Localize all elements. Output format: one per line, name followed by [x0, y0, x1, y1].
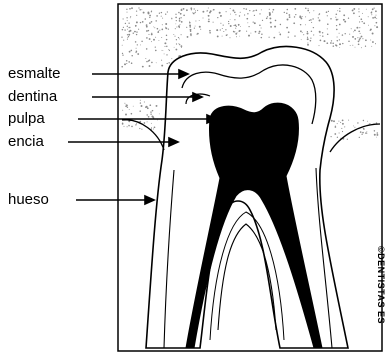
- credit-text: ©DENTISTAS ES: [376, 246, 386, 324]
- label-hueso: hueso: [8, 192, 49, 207]
- label-dentina: dentina: [8, 89, 57, 104]
- label-esmalte: esmalte: [8, 66, 61, 81]
- label-encia: encia: [8, 134, 44, 149]
- label-pulpa: pulpa: [8, 111, 45, 126]
